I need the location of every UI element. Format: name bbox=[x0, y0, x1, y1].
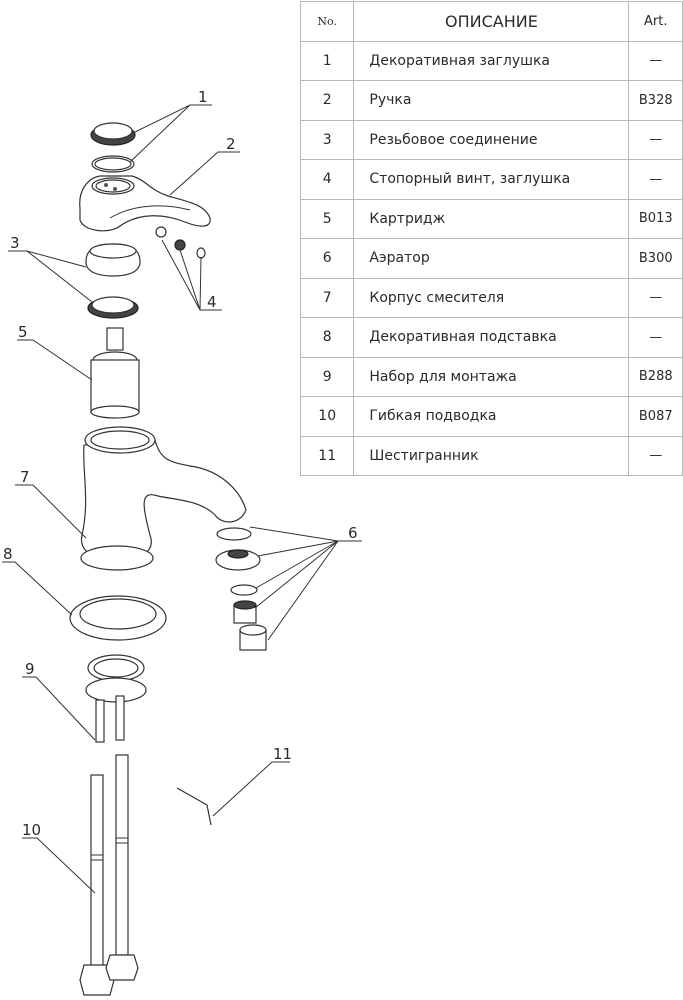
row-no: 10 bbox=[299, 396, 355, 437]
callout-4: 4 bbox=[207, 293, 217, 311]
header-description: ОПИСАНИЕ bbox=[353, 1, 630, 42]
part-3-threaded-connection bbox=[85, 243, 141, 319]
table-header-row: No. ОПИСАНИЕ Art. bbox=[299, 1, 683, 42]
row-no: 4 bbox=[299, 159, 355, 200]
row-description: Стопорный винт, заглушка bbox=[353, 159, 630, 200]
callout-2: 2 bbox=[226, 135, 236, 153]
row-description: Резьбовое соединение bbox=[353, 119, 630, 160]
leader-lines bbox=[2, 104, 362, 894]
header-art: Art. bbox=[628, 1, 683, 42]
row-art: — bbox=[628, 435, 683, 476]
row-no: 6 bbox=[299, 238, 355, 279]
callout-3: 3 bbox=[10, 234, 20, 252]
part-2-handle bbox=[79, 175, 211, 232]
row-description: Набор для монтажа bbox=[353, 356, 630, 397]
callout-7: 7 bbox=[20, 468, 30, 486]
part-9-mounting-kit bbox=[85, 654, 147, 743]
row-no: 9 bbox=[299, 356, 355, 397]
row-no: 7 bbox=[299, 277, 355, 318]
row-art: B328 bbox=[628, 80, 683, 121]
row-art: — bbox=[628, 317, 683, 358]
row-description: Ручка bbox=[353, 80, 630, 121]
part-8-decorative-base bbox=[69, 595, 167, 641]
row-no: 5 bbox=[299, 198, 355, 239]
part-10-flexible-hoses bbox=[79, 754, 139, 996]
part-7-mixer-body bbox=[80, 426, 247, 571]
row-description: Декоративная подставка bbox=[353, 317, 630, 358]
part-11-hex-key bbox=[176, 787, 212, 826]
row-description: Декоративная заглушка bbox=[353, 40, 630, 81]
row-art: — bbox=[628, 119, 683, 160]
row-art: — bbox=[628, 159, 683, 200]
callout-6: 6 bbox=[348, 524, 358, 542]
row-description: Шестигранник bbox=[353, 435, 630, 476]
callout-8: 8 bbox=[3, 545, 13, 563]
row-art: B013 bbox=[628, 198, 683, 239]
part-6-aerator bbox=[215, 527, 267, 651]
row-art: B300 bbox=[628, 238, 683, 279]
row-art: — bbox=[628, 277, 683, 318]
callout-10: 10 bbox=[22, 821, 41, 839]
row-description: Картридж bbox=[353, 198, 630, 239]
callout-11: 11 bbox=[273, 745, 292, 763]
header-no: No. bbox=[299, 1, 355, 42]
callout-1: 1 bbox=[198, 88, 208, 106]
callout-labels: 1 2 3 4 5 6 7 8 9 10 11 bbox=[3, 88, 358, 839]
part-5-cartridge bbox=[90, 327, 140, 419]
callout-5: 5 bbox=[18, 323, 28, 341]
row-no: 2 bbox=[299, 80, 355, 121]
row-description: Корпус смесителя bbox=[353, 277, 630, 318]
part-1-decorative-cap bbox=[90, 122, 136, 173]
row-art: B087 bbox=[628, 396, 683, 437]
row-art: — bbox=[628, 40, 683, 81]
row-description: Гибкая подводка bbox=[353, 396, 630, 437]
row-art: B288 bbox=[628, 356, 683, 397]
row-no: 3 bbox=[299, 119, 355, 160]
row-no: 11 bbox=[299, 435, 355, 476]
callout-9: 9 bbox=[25, 660, 35, 678]
row-no: 1 bbox=[299, 40, 355, 81]
row-no: 8 bbox=[299, 317, 355, 358]
row-description: Аэратор bbox=[353, 238, 630, 279]
